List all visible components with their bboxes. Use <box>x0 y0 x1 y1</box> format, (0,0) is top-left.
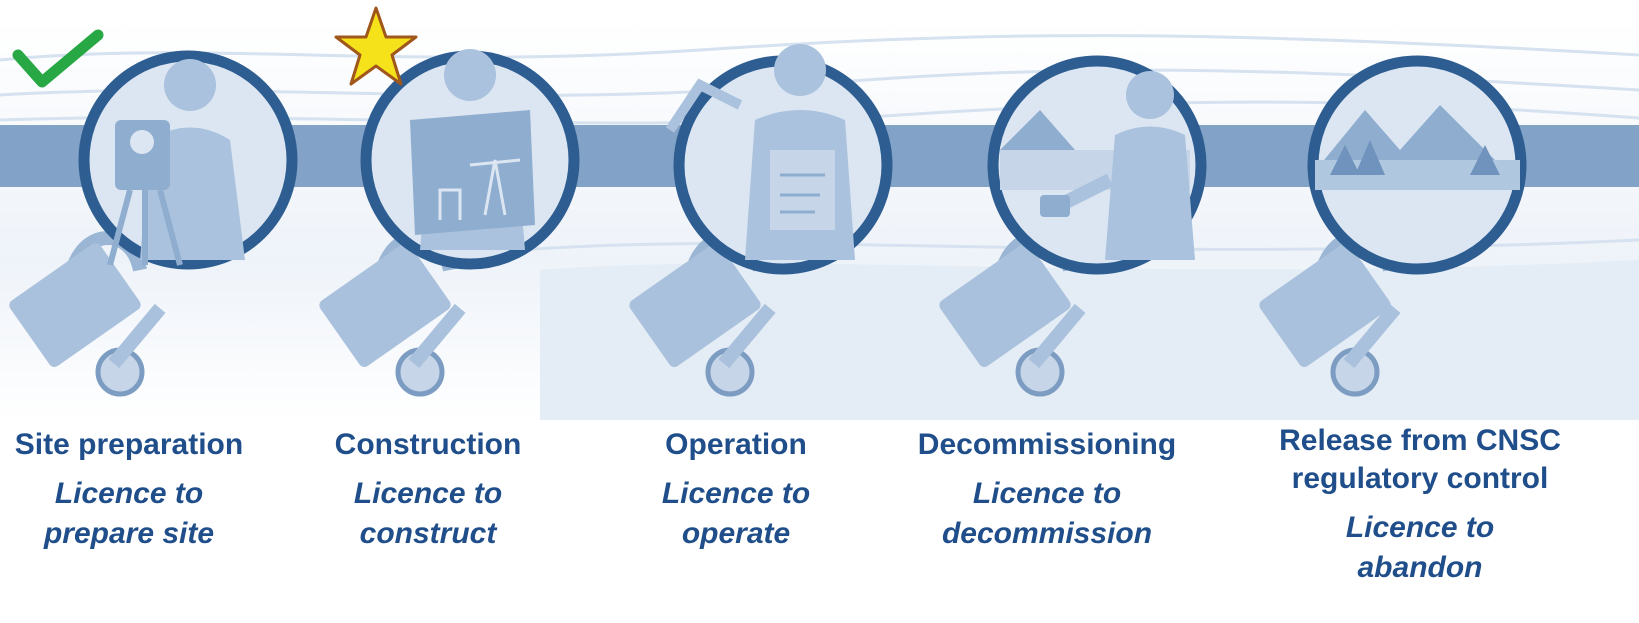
key-icon <box>705 303 776 397</box>
engineer-with-blueprint-figure <box>410 49 535 250</box>
stage-label-site-preparation: Site preparation Licence to prepare site <box>0 426 258 554</box>
restored-landscape-shape <box>1315 105 1520 190</box>
star-icon <box>334 6 418 86</box>
stage-licence: Licence to prepare site <box>43 477 215 550</box>
stage-label-release: Release from CNSC regulatory control Lic… <box>1270 422 1570 588</box>
stage-title: Release from CNSC regulatory control <box>1279 424 1561 495</box>
licensing-lifecycle-illustration <box>0 6 1639 420</box>
stage-licence: Licence to abandon <box>1345 511 1495 584</box>
key-icon <box>395 303 466 397</box>
stage-construction-illustration <box>319 49 580 397</box>
stage-title: Site preparation <box>14 428 244 461</box>
stage-label-decommissioning: Decommissioning Licence to decommission <box>902 426 1192 554</box>
stage-licence: Licence to construct <box>353 477 503 550</box>
check-icon <box>12 29 104 88</box>
stage-title: Decommissioning <box>917 428 1177 461</box>
stage-site-preparation-illustration <box>9 50 298 397</box>
stage-label-operation: Operation Licence to operate <box>640 426 832 554</box>
surveyor-figure <box>107 59 245 266</box>
stage-licence: Licence to decommission <box>941 477 1153 550</box>
stage-label-construction: Construction Licence to construct <box>318 426 538 554</box>
stage-operation-illustration <box>629 44 893 397</box>
stage-release-illustration <box>1259 55 1527 397</box>
inspector-figure <box>1040 71 1195 260</box>
stage-title: Construction <box>334 428 522 461</box>
key-icon <box>1330 303 1401 397</box>
stage-title: Operation <box>665 428 807 461</box>
key-icon <box>95 303 166 397</box>
stage-licence: Licence to operate <box>661 477 811 550</box>
stage-decommissioning-illustration <box>939 55 1207 397</box>
operator-figure <box>665 44 855 260</box>
key-icon <box>1015 303 1086 397</box>
